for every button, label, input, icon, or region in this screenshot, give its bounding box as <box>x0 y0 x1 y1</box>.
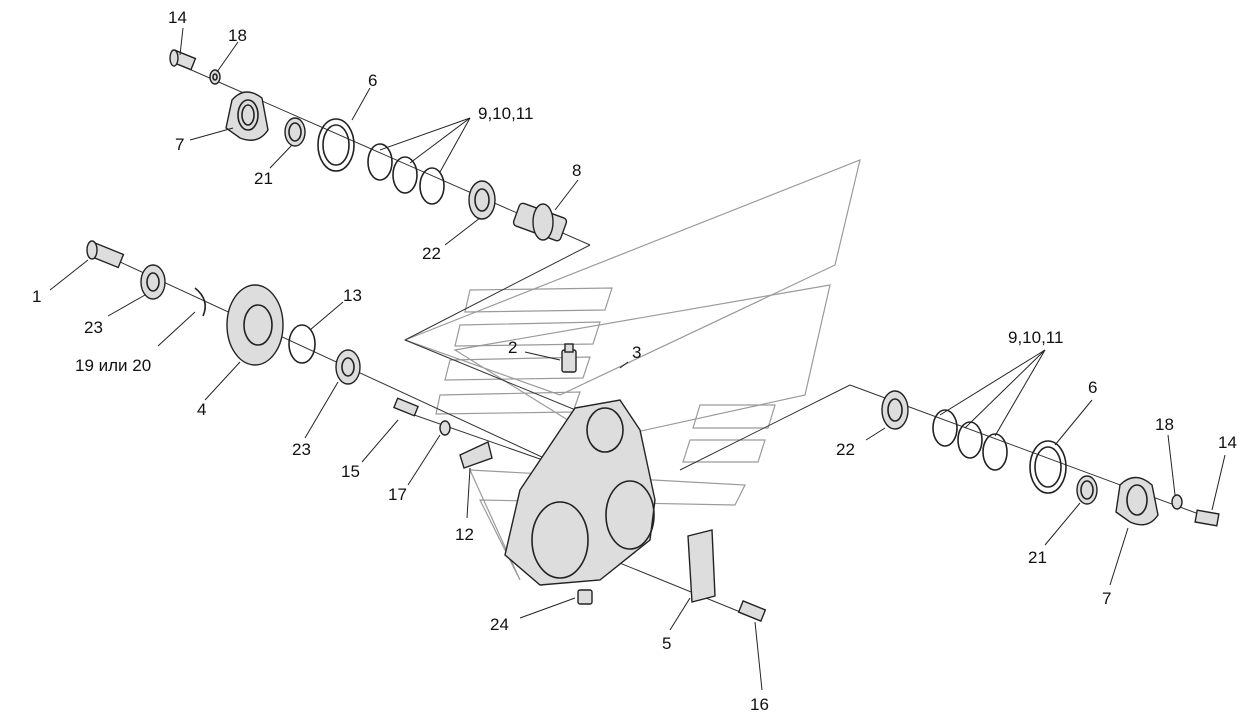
label-1: 1 <box>32 287 41 306</box>
label-14-right: 14 <box>1218 433 1237 452</box>
bolt-16 <box>737 600 767 622</box>
plate-5 <box>687 529 716 603</box>
label-9-10-11-left: 9,10,11 <box>478 104 533 123</box>
seal-21-right <box>1076 475 1098 505</box>
label-17: 17 <box>388 485 407 504</box>
label-6-left: 6 <box>368 71 377 90</box>
label-2: 2 <box>508 338 517 357</box>
label-19-20: 19 или 20 <box>75 356 151 375</box>
plate-12 <box>459 441 493 469</box>
bolt-15 <box>393 397 419 417</box>
gasket-6-left <box>317 118 355 172</box>
washer-18-right <box>1171 494 1183 510</box>
label-16: 16 <box>750 695 769 714</box>
gear-shaft-8 <box>512 202 568 242</box>
label-23-lower: 23 <box>292 440 311 459</box>
label-22-left: 22 <box>422 244 441 263</box>
bearing-23-upper <box>140 264 166 300</box>
bearing-22-left <box>468 180 496 220</box>
label-5: 5 <box>662 634 671 653</box>
bearing-23-lower <box>335 349 361 385</box>
label-22-right: 22 <box>836 440 855 459</box>
label-3: 3 <box>632 343 641 362</box>
part-labels: 14 18 6 7 21 9,10,11 8 22 1 23 19 или 20… <box>32 8 1237 714</box>
washer-18-left <box>209 69 221 85</box>
label-13: 13 <box>343 286 362 305</box>
label-21-left: 21 <box>254 169 273 188</box>
label-15: 15 <box>341 462 360 481</box>
label-7-left: 7 <box>175 135 184 154</box>
shaft-1 <box>86 240 125 269</box>
shim-rings-9-10-11-right <box>932 409 1008 471</box>
label-14-left: 14 <box>168 8 187 27</box>
shim-rings-9-10-11-left <box>367 143 445 205</box>
label-21-right: 21 <box>1028 548 1047 567</box>
bolt-14-right <box>1194 509 1220 527</box>
flange-7-right <box>1115 476 1159 526</box>
gasket-6-right <box>1029 440 1067 494</box>
label-7-right: 7 <box>1102 589 1111 608</box>
label-23-upper: 23 <box>84 318 103 337</box>
label-12: 12 <box>455 525 474 544</box>
label-18-right: 18 <box>1155 415 1174 434</box>
flange-7-left <box>225 91 269 141</box>
housing-3 <box>504 399 656 586</box>
gear-4 <box>226 284 284 366</box>
label-4: 4 <box>197 400 206 419</box>
bolt-14-left <box>169 49 197 71</box>
label-9-10-11-right: 9,10,11 <box>1008 328 1063 347</box>
label-24: 24 <box>490 615 509 634</box>
ring-13 <box>288 324 316 364</box>
bearing-22-right <box>881 390 909 430</box>
washer-17 <box>439 420 451 436</box>
circlip-19-20 <box>194 287 206 317</box>
leader-lines <box>49 27 1226 691</box>
label-6-right: 6 <box>1088 378 1097 397</box>
label-8: 8 <box>572 161 581 180</box>
label-18-left: 18 <box>228 26 247 45</box>
seal-21-left <box>284 117 306 147</box>
fitting-2 <box>561 343 577 373</box>
plug-24 <box>577 589 593 605</box>
